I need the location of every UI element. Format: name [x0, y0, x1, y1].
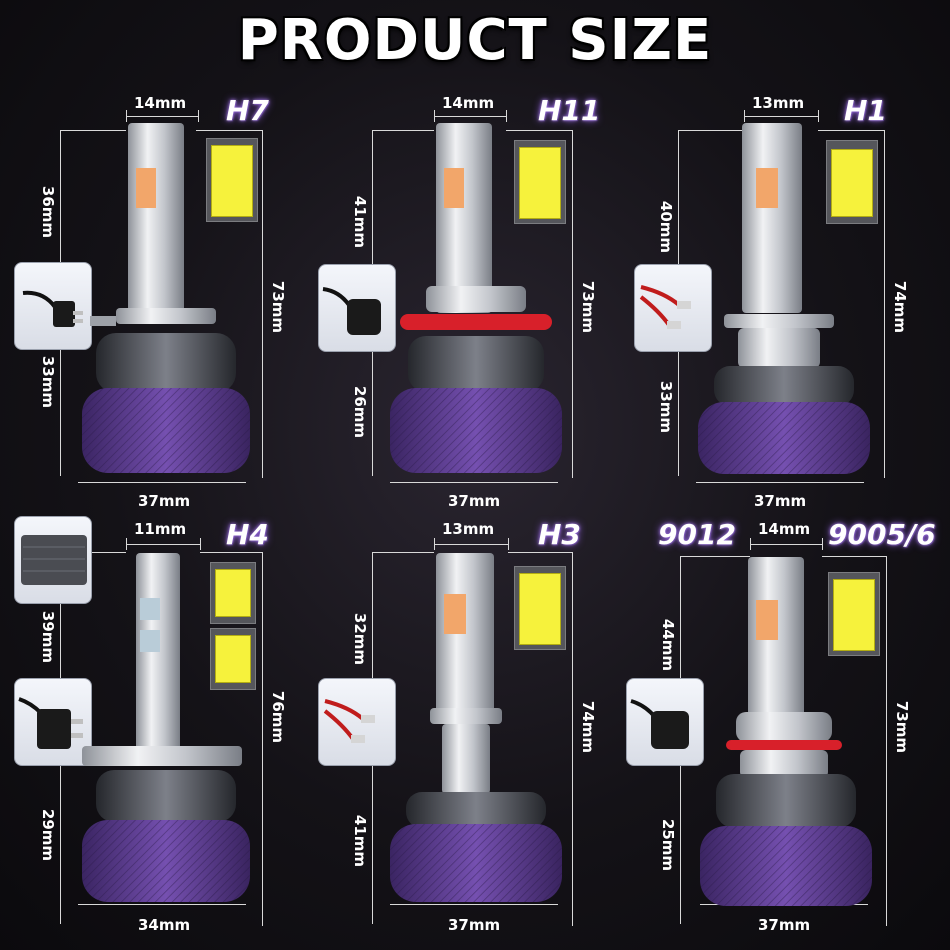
led-chip — [828, 572, 880, 656]
total-height-label: 73mm — [579, 280, 598, 334]
upper-height-label: 36mm — [39, 185, 58, 239]
model-label: H7 — [226, 94, 269, 127]
total-height-label: 74mm — [579, 700, 598, 754]
bulb-h4: 11mm H4 39mm 29mm 76mm 34mm — [0, 508, 316, 934]
total-height-label: 73mm — [893, 700, 912, 754]
led-chip — [514, 566, 566, 650]
bulb-9005-9012: 14mm 9012 9005/6 44mm 25mm 73mm 37mm — [626, 508, 948, 934]
upper-height-label: 40mm — [657, 200, 676, 254]
top-width-label: 14mm — [758, 520, 811, 538]
bulb-h7: 14mm H7 36mm 33mm 73mm 37mm — [0, 88, 316, 510]
model-label: 9005/6 — [828, 518, 936, 551]
connector-callout — [318, 678, 396, 766]
led-chip — [826, 140, 878, 224]
lower-height-label: 41mm — [351, 814, 370, 868]
upper-height-label: 32mm — [351, 612, 370, 666]
led-chip-high — [210, 562, 256, 624]
bulb-illustration — [82, 553, 250, 902]
bulb-h11: 14mm H11 41mm 26mm 73mm 37mm — [316, 88, 632, 510]
bulb-illustration — [82, 123, 250, 473]
top-width-label: 14mm — [442, 94, 495, 112]
total-height-label: 74mm — [891, 280, 910, 334]
bulb-illustration — [390, 123, 562, 473]
top-width-label: 13mm — [442, 520, 495, 538]
base-width-label: 37mm — [448, 916, 501, 934]
upper-height-label: 44mm — [659, 618, 678, 672]
model-label: H1 — [844, 94, 887, 127]
lower-height-label: 29mm — [39, 808, 58, 862]
connector-callout — [634, 264, 712, 352]
led-chip-low — [210, 628, 256, 690]
model-alt-label: 9012 — [658, 518, 736, 551]
driver-callout — [14, 516, 92, 604]
connector-callout — [318, 264, 396, 352]
top-width-label: 14mm — [134, 94, 187, 112]
lower-height-label: 25mm — [659, 818, 678, 872]
bulb-illustration — [700, 557, 872, 906]
bulb-h1: 13mm H1 40mm 33mm 74mm 37mm — [632, 88, 948, 510]
base-width-label: 34mm — [138, 916, 191, 934]
led-chip — [514, 140, 566, 224]
bulb-illustration — [390, 553, 562, 902]
total-height-label: 73mm — [269, 280, 288, 334]
connector-callout — [14, 262, 92, 350]
upper-height-label: 41mm — [351, 195, 370, 249]
model-label: H3 — [538, 518, 581, 551]
base-width-label: 37mm — [448, 492, 501, 510]
connector-callout — [14, 678, 92, 766]
base-width-label: 37mm — [758, 916, 811, 934]
model-label: H11 — [538, 94, 601, 127]
led-chip — [206, 138, 258, 222]
lower-height-label: 26mm — [351, 385, 370, 439]
model-label: H4 — [226, 518, 269, 551]
total-height-label: 76mm — [269, 690, 288, 744]
bulb-h3: 13mm H3 32mm 41mm 74mm 37mm — [316, 508, 632, 934]
top-width-label: 13mm — [752, 94, 805, 112]
lower-height-label: 33mm — [39, 355, 58, 409]
upper-height-label: 39mm — [39, 610, 58, 664]
lower-height-label: 33mm — [657, 380, 676, 434]
base-width-label: 37mm — [754, 492, 807, 510]
top-width-label: 11mm — [134, 520, 187, 538]
page-title: PRODUCT SIZE — [237, 8, 713, 73]
base-width-label: 37mm — [138, 492, 191, 510]
connector-callout — [626, 678, 704, 766]
bulb-illustration — [698, 123, 870, 474]
